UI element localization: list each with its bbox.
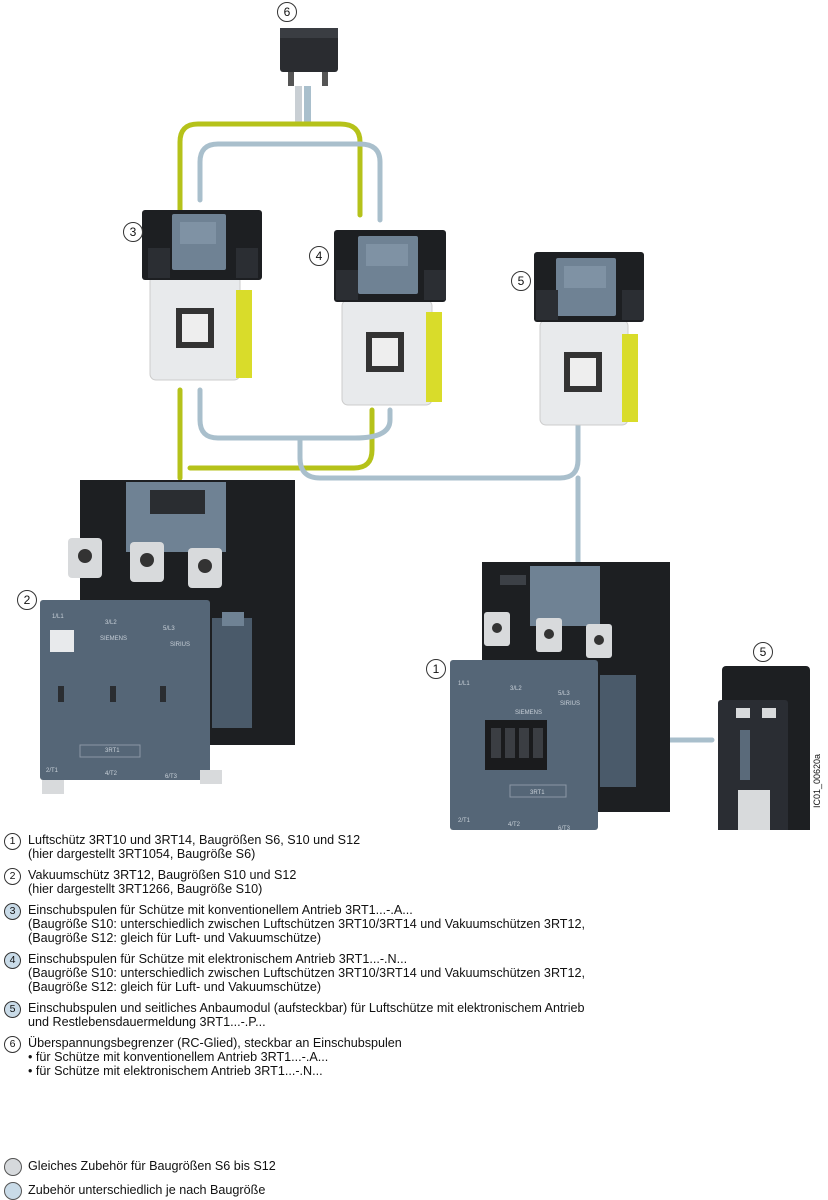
legend-item-2: 2 Vakuumschütz 3RT12, Baugrößen S10 und … bbox=[4, 868, 824, 896]
legend-item-1: 1 Luftschütz 3RT10 und 3RT14, Baugrößen … bbox=[4, 833, 824, 861]
legend-number: 2 bbox=[4, 868, 21, 885]
series-label: SIRIUS bbox=[170, 642, 190, 648]
callout-5-coil: 5 bbox=[511, 271, 531, 291]
callout-1: 1 bbox=[426, 659, 446, 679]
legend-line: Luftschütz 3RT10 und 3RT14, Baugrößen S6… bbox=[28, 833, 361, 847]
model-label-2: 3RT1 bbox=[530, 790, 545, 796]
terminal-bottom-3: 6/T3 bbox=[165, 774, 178, 780]
coil-module-3 bbox=[142, 210, 262, 381]
legend-line: Einschubspulen und seitliches Anbaumodul… bbox=[28, 1001, 585, 1015]
model-label: 3RT1 bbox=[105, 748, 120, 754]
coil-module-4 bbox=[334, 230, 446, 406]
grey-circle-icon bbox=[4, 1158, 22, 1176]
connection-wires bbox=[177, 121, 715, 743]
legend-line: • für Schütze mit konventionellem Antrie… bbox=[28, 1050, 329, 1064]
air-contactor bbox=[450, 562, 670, 830]
legend-line: (Baugröße S10: unterschiedlich zwischen … bbox=[28, 917, 586, 931]
legend-line: Einschubspulen für Schütze mit konventio… bbox=[28, 903, 413, 917]
legend-line: (Baugröße S10: unterschiedlich zwischen … bbox=[28, 966, 586, 980]
terminal-top-2: 3/L2 bbox=[105, 620, 117, 626]
terminal-bottom-3b: 6/T3 bbox=[558, 826, 571, 830]
terminal-bottom-1: 2/T1 bbox=[46, 768, 59, 774]
terminal-top-3b: 5/L3 bbox=[558, 691, 570, 697]
legend-line: (Baugröße S12: gleich für Luft- und Vaku… bbox=[28, 931, 322, 945]
brand-label-2: SIEMENS bbox=[515, 710, 542, 716]
legend-line: • für Schütze mit elektronischem Antrieb… bbox=[28, 1064, 323, 1078]
legend-number: 5 bbox=[4, 1001, 21, 1018]
callout-6-top: 6 bbox=[277, 2, 297, 22]
terminal-top-1: 1/L1 bbox=[52, 614, 64, 620]
terminal-top-1b: 1/L1 bbox=[458, 681, 470, 687]
blue-circle-icon bbox=[4, 1182, 22, 1200]
key-same-accessory: Gleiches Zubehör für Baugrößen S6 bis S1… bbox=[4, 1158, 276, 1176]
terminal-top-2b: 3/L2 bbox=[510, 686, 522, 692]
legend-item-4: 4 Einschubspulen für Schütze mit elektro… bbox=[4, 952, 824, 994]
legend-number: 1 bbox=[4, 833, 21, 850]
document-code: IC01_00620a bbox=[812, 753, 822, 808]
side-module bbox=[718, 666, 810, 830]
legend-number: 3 bbox=[4, 903, 21, 920]
legend-line: und Restlebensdauermeldung 3RT1...-.P... bbox=[28, 1015, 266, 1029]
key-different-accessory: Zubehör unterschiedlich je nach Baugröße bbox=[4, 1182, 266, 1200]
terminal-bottom-1b: 2/T1 bbox=[458, 818, 471, 824]
legend-item-3: 3 Einschubspulen für Schütze mit konvent… bbox=[4, 903, 824, 945]
key-text: Gleiches Zubehör für Baugrößen S6 bis S1… bbox=[28, 1159, 276, 1173]
callout-4: 4 bbox=[309, 246, 329, 266]
legend-number: 4 bbox=[4, 952, 21, 969]
legend-line: (hier dargestellt 3RT1054, Baugröße S6) bbox=[28, 847, 256, 861]
callout-5-module: 5 bbox=[753, 642, 773, 662]
terminal-bottom-2b: 4/T2 bbox=[508, 822, 521, 828]
terminal-top-3: 5/L3 bbox=[163, 626, 175, 632]
legend-number: 6 bbox=[4, 1036, 21, 1053]
callout-3: 3 bbox=[123, 222, 143, 242]
legend-line: (Baugröße S12: gleich für Luft- und Vaku… bbox=[28, 980, 322, 994]
legend-line: Überspannungsbegrenzer (RC-Glied), steck… bbox=[28, 1036, 402, 1050]
legend-item-6: 6 Überspannungsbegrenzer (RC-Glied), ste… bbox=[4, 1036, 824, 1078]
rc-element bbox=[280, 28, 338, 126]
legend-line: (hier dargestellt 3RT1266, Baugröße S10) bbox=[28, 882, 263, 896]
product-illustration: SIEMENS SIRIUS 1/L1 3/L2 5/L3 3RT1 2/T1 … bbox=[40, 28, 810, 830]
coil-module-5 bbox=[534, 252, 644, 426]
legend-item-5: 5 Einschubspulen und seitliches Anbaumod… bbox=[4, 1001, 824, 1029]
legend-line: Vakuumschütz 3RT12, Baugrößen S10 und S1… bbox=[28, 868, 297, 882]
legend-line: Einschubspulen für Schütze mit elektroni… bbox=[28, 952, 408, 966]
legend: 1 Luftschütz 3RT10 und 3RT14, Baugrößen … bbox=[4, 833, 824, 1085]
callout-2: 2 bbox=[17, 590, 37, 610]
series-label-2: SIRIUS bbox=[560, 701, 580, 707]
contactor-labels: SIEMENS SIRIUS 1/L1 3/L2 5/L3 3RT1 2/T1 … bbox=[46, 614, 580, 830]
terminal-bottom-2: 4/T2 bbox=[105, 771, 118, 777]
vacuum-contactor bbox=[40, 480, 295, 794]
key-text: Zubehör unterschiedlich je nach Baugröße bbox=[28, 1183, 266, 1197]
brand-label: SIEMENS bbox=[100, 636, 127, 642]
